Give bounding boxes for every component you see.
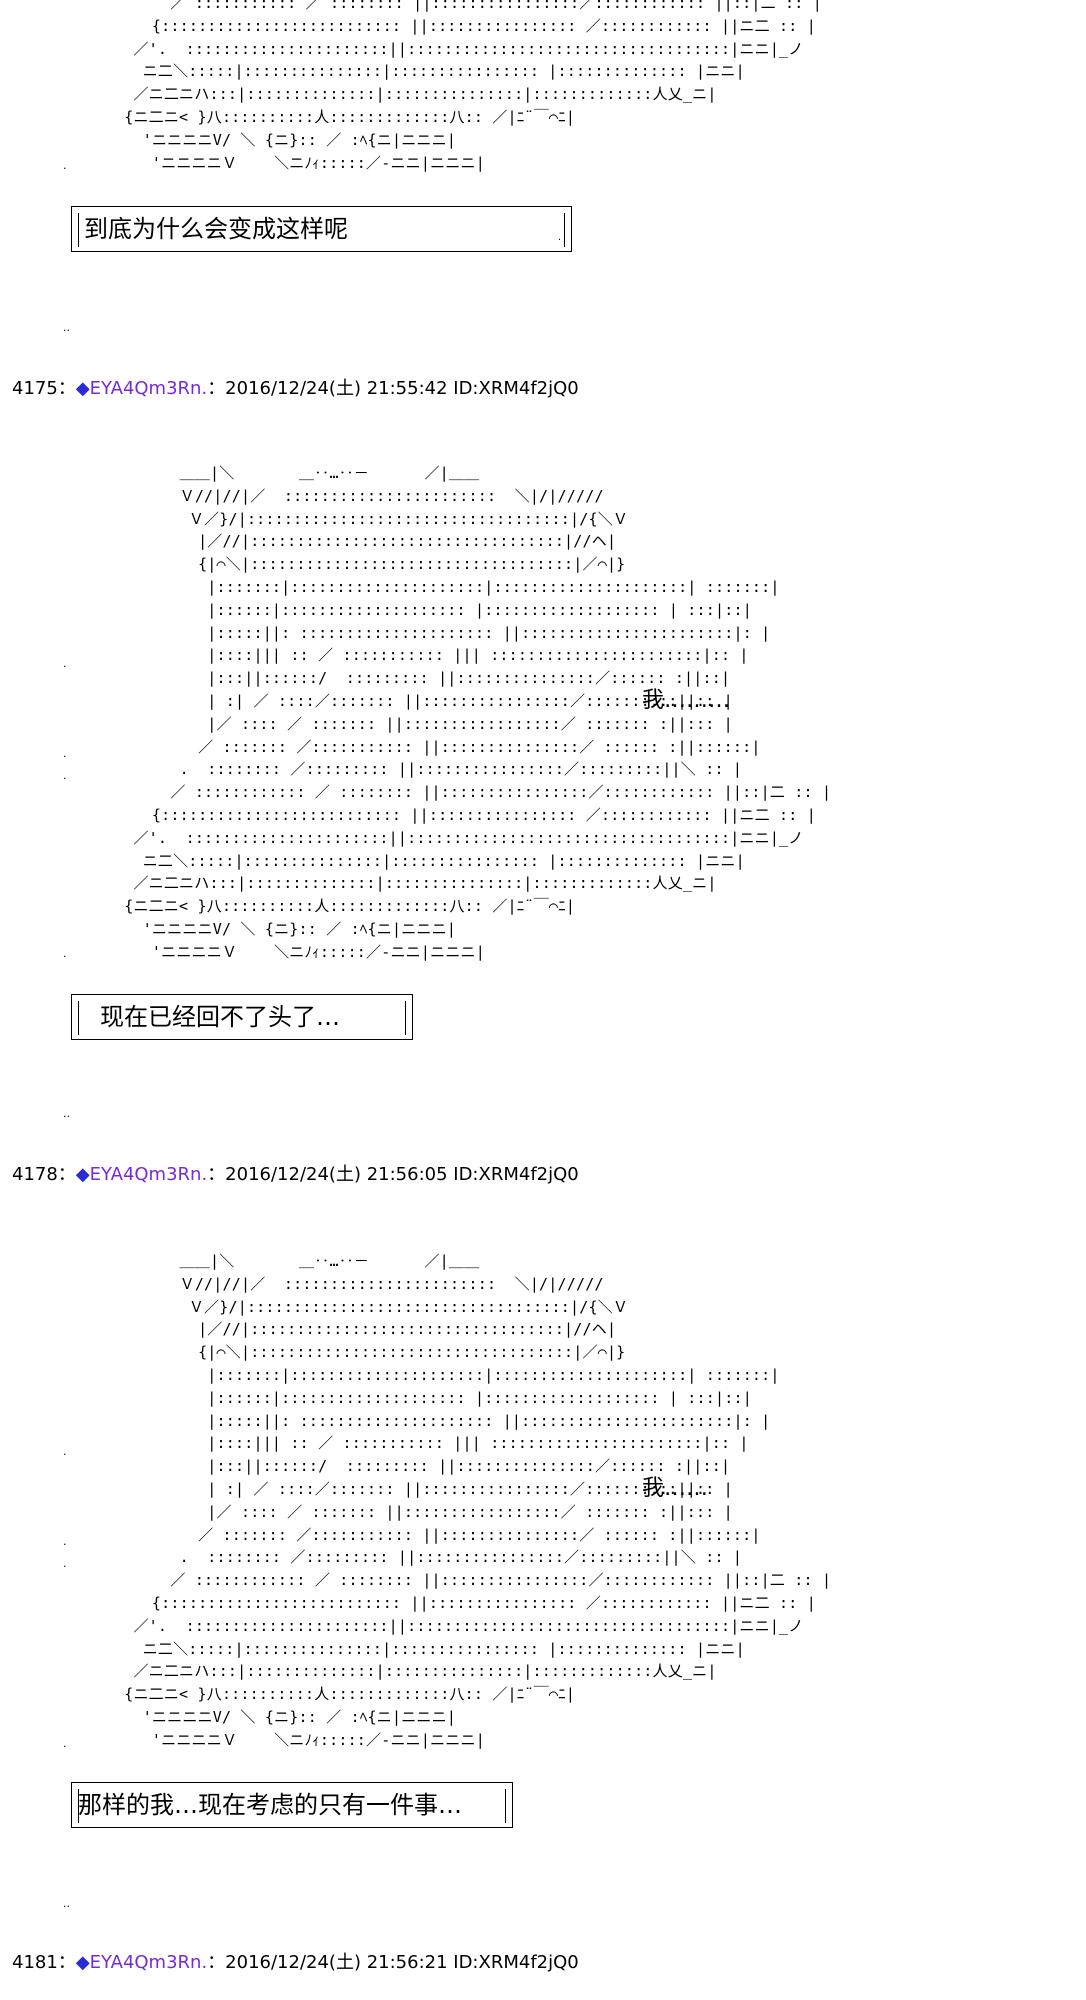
caption-box: 现在已经回不了头了… — [71, 994, 413, 1040]
art-dot: . — [63, 1557, 67, 1570]
post-number[interactable]: 4175 — [12, 378, 58, 399]
art-dot: . — [63, 769, 67, 782]
caption-box: 那样的我…现在考虑的只有一件事… — [71, 1782, 513, 1828]
post-separator: ： — [57, 378, 76, 399]
ascii-art-top-partial: ／ ::::::::::: ／ :::::::: ||:::::::::::::… — [124, 0, 822, 172]
caption-text: 现在已经回不了头了… — [100, 1003, 340, 1031]
ascii-art-figure: ＿＿|＼ ＿‥…‥－ ／|＿＿ Ｖ//|//|／ :::::::::::::::… — [124, 1252, 832, 1749]
trip-diamond-icon: ◆ — [75, 1164, 90, 1185]
caption-text: 到底为什么会变成这样呢 — [84, 215, 348, 243]
poster-trip: EYA4Qm3Rn. — [89, 1952, 208, 1973]
post-meta: ：2016/12/24(土) 21:55:42 ID:XRM4f2jQ0 — [207, 378, 579, 399]
art-dot: . — [63, 747, 67, 760]
poster-trip: EYA4Qm3Rn. — [89, 378, 208, 399]
trip-diamond-icon: ◆ — [75, 1952, 90, 1973]
art-dot: . — [63, 657, 67, 670]
post-meta: ：2016/12/24(土) 21:56:21 ID:XRM4f2jQ0 — [207, 1952, 579, 1973]
art-dot: . — [63, 1445, 67, 1458]
caption-box-inner-frame — [78, 1001, 406, 1035]
caption-box: 到底为什么会变成这样呢 . — [71, 206, 572, 252]
art-dot: . — [63, 1535, 67, 1548]
caption-text: 那样的我…现在考虑的只有一件事… — [78, 1791, 462, 1819]
post-header: 4181：◆EYA4Qm3Rn.：2016/12/24(土) 21:56:21 … — [12, 1952, 579, 1974]
side-dialogue: 我……… — [642, 688, 731, 713]
ascii-art-figure: ＿＿|＼ ＿‥…‥－ ／|＿＿ Ｖ//|//|／ :::::::::::::::… — [124, 464, 832, 961]
caption-box-inner-frame — [78, 213, 565, 247]
post-number[interactable]: 4178 — [12, 1164, 58, 1185]
trip-diamond-icon: ◆ — [75, 378, 90, 399]
post-separator: ： — [57, 1952, 76, 1973]
art-dot: .. — [63, 1107, 70, 1120]
post-header: 4175：◆EYA4Qm3Rn.：2016/12/24(土) 21:55:42 … — [12, 378, 579, 400]
art-dot: . — [63, 947, 67, 960]
art-dot: .. — [63, 321, 70, 334]
caption-corner-mark: . — [557, 232, 561, 243]
post-separator: ： — [57, 1164, 76, 1185]
caption-box-inner-frame — [78, 1789, 506, 1823]
poster-trip: EYA4Qm3Rn. — [89, 1164, 208, 1185]
post-header: 4178：◆EYA4Qm3Rn.：2016/12/24(土) 21:56:05 … — [12, 1164, 579, 1186]
post-meta: ：2016/12/24(土) 21:56:05 ID:XRM4f2jQ0 — [207, 1164, 579, 1185]
art-dot: . — [63, 1737, 67, 1750]
post-number[interactable]: 4181 — [12, 1952, 58, 1973]
side-dialogue: 我…… — [642, 1476, 709, 1501]
art-dot: . — [63, 159, 67, 172]
art-dot: .. — [63, 1897, 70, 1910]
